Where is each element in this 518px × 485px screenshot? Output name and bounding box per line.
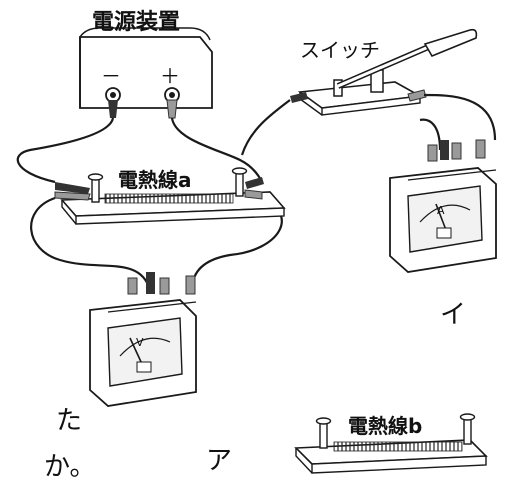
- power-supply: [79, 27, 213, 119]
- switch: [290, 28, 478, 116]
- heater-b-label: 電熱線b: [348, 414, 423, 438]
- wire-minus: [16, 117, 115, 184]
- voltmeter-face: [107, 317, 183, 387]
- heater-a-coil: [104, 193, 234, 204]
- heater-a-label: 電熱線a: [118, 168, 192, 192]
- voltmeter-needle: [129, 337, 143, 365]
- ammeter-face: [407, 185, 483, 253]
- heater-b: [294, 413, 488, 474]
- text-fragment-1: た: [56, 406, 83, 436]
- voltmeter-label: ア: [206, 446, 233, 476]
- heater-b-coil: [333, 441, 463, 452]
- text-fragment-2: か。: [44, 452, 96, 482]
- ammeter-label: イ: [440, 300, 467, 330]
- wire-volt-left: [30, 196, 152, 291]
- wire-plus: [170, 117, 263, 183]
- ammeter: [389, 139, 497, 273]
- heater-a: [54, 167, 286, 225]
- wire-ammeter-return: [419, 118, 442, 151]
- power-supply-label: 電源装置: [92, 10, 181, 35]
- switch-label: スイッチ: [300, 38, 380, 62]
- ammeter-needle: [435, 203, 447, 231]
- voltmeter: [89, 272, 197, 407]
- plus-plug: [166, 99, 178, 119]
- ammeter-symbol: A: [437, 204, 445, 217]
- switch-plug-right: [407, 89, 427, 102]
- switch-plug-left: [290, 92, 308, 103]
- wire-switch-heater: [240, 99, 291, 156]
- minus-sign: －: [101, 64, 121, 88]
- voltmeter-symbol: V: [136, 336, 144, 349]
- wire-switch-ammeter: [423, 93, 497, 141]
- minus-plug: [108, 100, 118, 118]
- plus-sign: ＋: [160, 64, 180, 88]
